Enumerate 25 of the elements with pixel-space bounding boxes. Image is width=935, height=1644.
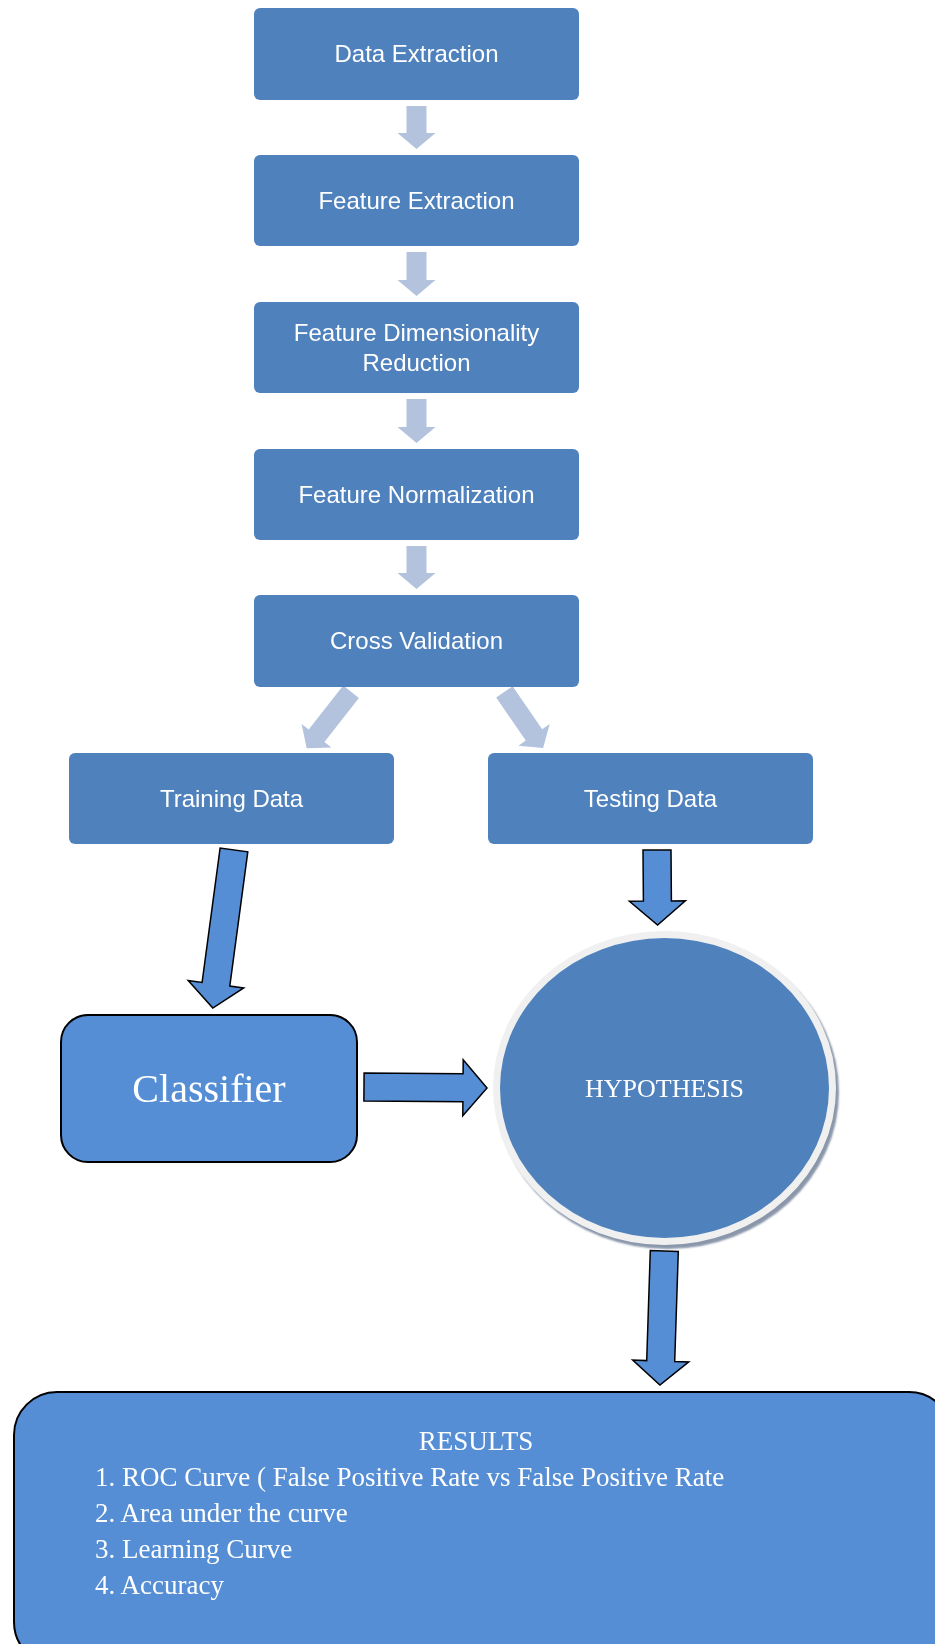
results-box — [13, 1391, 935, 1644]
process-box: Training Data — [69, 753, 394, 844]
ellipse-node: HYPOTHESIS — [493, 931, 836, 1245]
list-item: 3. Learning Curve — [95, 1534, 293, 1564]
process-box: Feature Dimensionality Reduction — [254, 302, 579, 393]
process-box: Feature Normalization — [254, 449, 579, 540]
process-box: Feature Extraction — [254, 155, 579, 246]
block-arrow — [301, 685, 359, 749]
process-box: Testing Data — [488, 753, 813, 844]
process-box: Data Extraction — [254, 8, 579, 100]
block-arrow — [186, 847, 249, 1010]
process-box: Classifier — [60, 1014, 358, 1163]
block-arrow — [397, 399, 436, 443]
list-item: 2. Area under the curve — [95, 1498, 348, 1528]
list-item: 1. ROC Curve ( False Positive Rate vs False Positive Rate — [95, 1462, 725, 1492]
list-item: 4. Accuracy — [95, 1570, 224, 1600]
block-arrow — [397, 252, 436, 296]
block-arrow — [630, 1249, 691, 1386]
block-arrow — [363, 1057, 488, 1118]
block-arrow — [397, 106, 436, 149]
block-arrow — [496, 686, 550, 749]
block-arrow — [627, 849, 688, 926]
block-arrow — [397, 546, 436, 589]
process-box: Cross Validation — [254, 595, 579, 687]
results-heading: RESULTS — [418, 1426, 534, 1456]
